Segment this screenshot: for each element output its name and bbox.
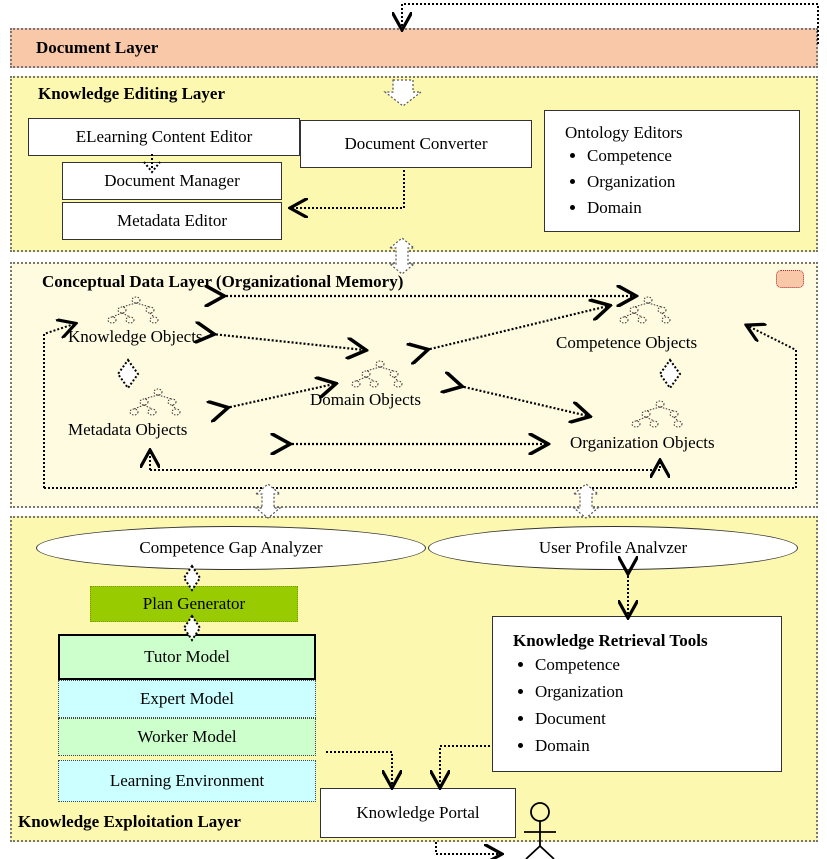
metadata-objects-label: Metadata Objects <box>68 420 188 439</box>
document-manager-label: Document Manager <box>104 171 240 190</box>
user-profile-analyzer[interactable]: User Profile Analvzer <box>428 526 798 570</box>
knowledge-retrieval-tools-title: Knowledge Retrieval Tools <box>513 631 708 650</box>
learning-environment-label: Learning Environment <box>109 771 265 790</box>
elearning-content-editor[interactable]: ELearning Content Editor <box>28 118 300 156</box>
competence-tree-icon <box>619 296 671 324</box>
conceptual-vertical-diamonds <box>116 358 682 390</box>
plan-generator-label: Plan Generator <box>142 594 246 613</box>
expert-model-label: Expert Model <box>140 689 234 708</box>
ontology-editors-panel[interactable]: Ontology Editors Competence Organization… <box>544 110 800 232</box>
ontology-item-organization: Organization <box>587 169 799 195</box>
worker-model-label: Worker Model <box>137 727 237 746</box>
knowledge-portal[interactable]: Knowledge Portal <box>320 788 516 838</box>
metadata-editor[interactable]: Metadata Editor <box>62 202 282 240</box>
expert-model[interactable]: Expert Model <box>58 680 316 718</box>
worker-model[interactable]: Worker Model <box>58 718 316 756</box>
converter-to-metadata-arrow <box>292 170 405 208</box>
conceptual-loop <box>43 324 797 489</box>
knowledge-portal-label: Knowledge Portal <box>356 803 480 822</box>
editor-to-manager-arrow <box>143 154 161 174</box>
editing-conceptual-block-arrow <box>388 237 416 275</box>
document-layer-title: Document Layer <box>36 38 159 57</box>
competence-gap-analyzer[interactable]: Competence Gap Analyzer <box>36 526 426 570</box>
document-converter-label: Document Converter <box>344 134 488 153</box>
exploitation-layer-title: Knowledge Exploitation Layer <box>18 812 241 831</box>
database-icon <box>776 270 804 288</box>
tutor-model-label: Tutor Model <box>144 647 230 666</box>
retrieval-item-competence: Competence <box>535 651 781 678</box>
retrieval-item-domain: Domain <box>535 732 781 759</box>
ontology-item-domain: Domain <box>587 195 799 221</box>
tree-icons <box>107 296 683 428</box>
knowledge-tree-icon <box>107 296 159 324</box>
doc-to-editing-block-arrow <box>383 79 423 107</box>
ontology-editors-title: Ontology Editors <box>565 123 683 142</box>
knowledge-retrieval-tools-panel[interactable]: Knowledge Retrieval Tools Competence Org… <box>492 616 782 772</box>
user-profile-analyzer-label: User Profile Analvzer <box>538 538 688 557</box>
organization-tree-icon <box>631 400 683 428</box>
user-icon <box>524 802 556 859</box>
organization-objects-label: Organization Objects <box>570 433 715 452</box>
editing-layer-title: Knowledge Editing Layer <box>38 84 226 103</box>
metadata-editor-label: Metadata Editor <box>117 211 227 230</box>
document-layer: Document Layer <box>10 28 818 68</box>
retrieval-item-document: Document <box>535 705 781 732</box>
retrieval-item-organization: Organization <box>535 678 781 705</box>
ontology-item-competence: Competence <box>587 143 799 169</box>
document-manager[interactable]: Document Manager <box>62 162 282 200</box>
exploitation-diamonds <box>182 564 202 642</box>
document-converter[interactable]: Document Converter <box>300 120 532 168</box>
knowledge-objects-label: Knowledge Objects <box>68 327 203 346</box>
top-feedback-arrow <box>402 3 819 44</box>
learning-environment[interactable]: Learning Environment <box>58 760 316 802</box>
competence-gap-analyzer-label: Competence Gap Analyzer <box>139 538 323 557</box>
to-portal-arrows <box>326 745 500 854</box>
tutor-model[interactable]: Tutor Model <box>58 634 316 680</box>
domain-tree-icon <box>351 360 403 388</box>
plan-generator[interactable]: Plan Generator <box>90 586 298 622</box>
conceptual-relations <box>212 296 634 444</box>
metadata-tree-icon <box>129 388 181 416</box>
elearning-content-editor-label: ELearning Content Editor <box>75 127 253 146</box>
conceptual-exploitation-block-arrows <box>254 483 600 519</box>
